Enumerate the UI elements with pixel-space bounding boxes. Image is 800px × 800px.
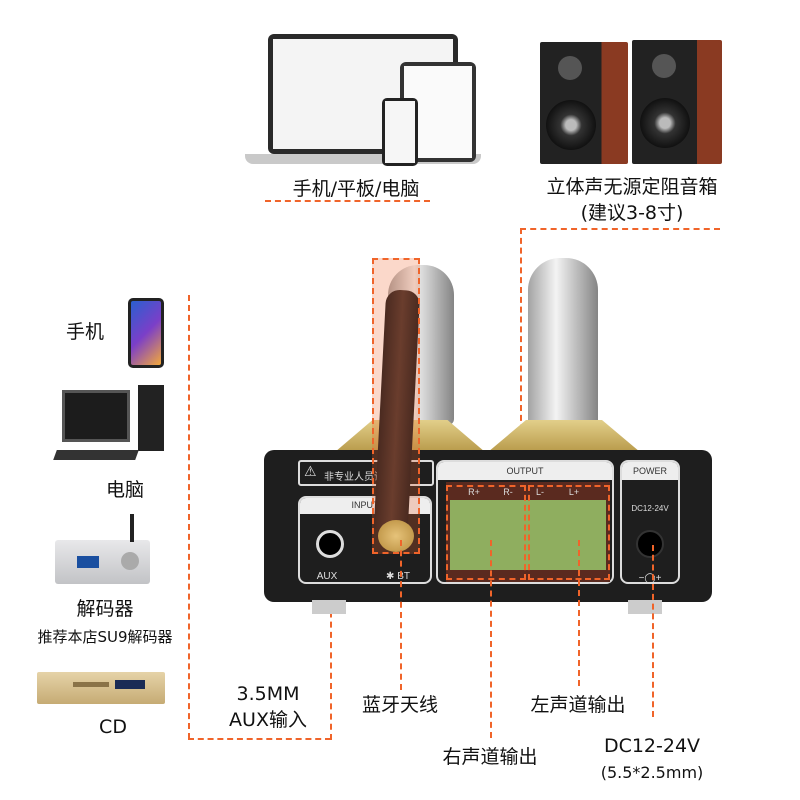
speaker-right — [632, 40, 722, 164]
speakers-note: (建议3-8寸) — [580, 202, 684, 224]
top-devices-label: 手机/平板/电脑 — [292, 178, 420, 200]
callout-dc: DC12-24V — [603, 735, 701, 757]
input-title: INPUT — [351, 500, 379, 510]
dc-rating: DC12-24V — [631, 504, 669, 513]
keyboard-image — [53, 450, 139, 460]
cd-player-image — [37, 672, 165, 704]
power-title: POWER — [632, 466, 668, 476]
tube-right — [528, 258, 598, 428]
source-phone-label: 手机 — [65, 321, 105, 343]
dc-jack[interactable] — [636, 530, 664, 558]
callout-bt: 蓝牙天线 — [361, 694, 439, 716]
warning-label: ⚠非专业人员请勿 — [298, 460, 434, 486]
callout-right-out: 右声道输出 — [442, 746, 538, 768]
source-cd-label: CD — [99, 716, 127, 738]
callout-dc-note: (5.5*2.5mm) — [600, 763, 704, 782]
callout-aux-line2: AUX输入 — [229, 709, 307, 731]
polarity-label: −◯+ — [638, 573, 662, 584]
decoder-antenna — [130, 514, 134, 542]
terminal-l-plus[interactable]: L+ — [568, 487, 580, 497]
computer-tower-image — [138, 385, 164, 451]
phone-image — [382, 98, 418, 166]
callout-aux-line1: 3.5MM — [236, 683, 300, 705]
speaker-left — [540, 42, 628, 164]
terminal-l-minus[interactable]: L- — [535, 487, 545, 497]
decoder-image — [55, 540, 150, 584]
laptop-base — [245, 154, 481, 164]
power-section — [620, 460, 680, 584]
antenna-connector — [378, 520, 414, 552]
speakers-label: 立体声无源定阻音箱 — [546, 176, 718, 198]
phone-source-image — [128, 298, 164, 368]
source-computer-label: 电脑 — [105, 479, 145, 501]
output-title: OUTPUT — [506, 466, 544, 476]
terminal-r-plus[interactable]: R+ — [468, 487, 480, 497]
bluetooth-icon: ✱ — [386, 571, 395, 582]
computer-monitor-image — [62, 390, 130, 442]
bt-label: ✱ BT — [386, 571, 410, 582]
amplifier-foot-left — [312, 600, 346, 614]
output-section — [436, 460, 614, 584]
tube-base-right — [488, 420, 640, 452]
callout-left-out: 左声道输出 — [530, 694, 626, 716]
source-decoder-label: 解码器 — [76, 598, 134, 620]
aux-label: AUX — [316, 571, 338, 582]
terminal-r-minus[interactable]: R- — [503, 487, 513, 497]
warning-icon: ⚠ — [304, 464, 317, 480]
source-decoder-note: 推荐本店SU9解码器 — [37, 628, 173, 646]
aux-jack[interactable] — [316, 530, 344, 558]
amplifier-foot-right — [628, 600, 662, 614]
